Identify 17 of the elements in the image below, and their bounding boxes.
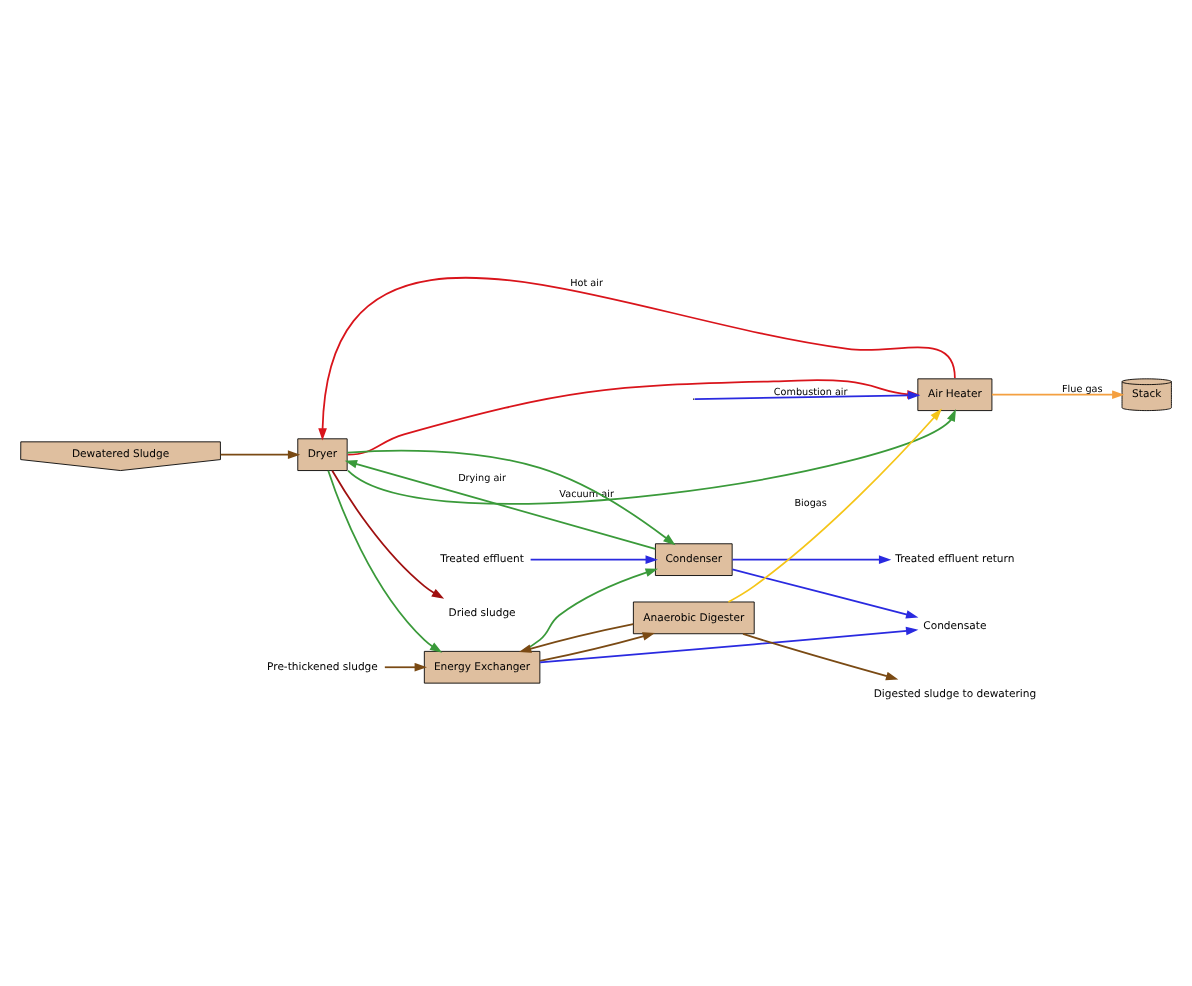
arrow xyxy=(727,407,942,602)
arrow xyxy=(327,468,443,652)
arrow xyxy=(518,622,635,652)
arrow xyxy=(731,567,919,618)
arrow xyxy=(344,458,657,549)
arrow xyxy=(539,631,656,661)
arrow xyxy=(318,276,956,440)
arrow xyxy=(529,554,658,563)
arrow xyxy=(731,554,892,563)
arrow xyxy=(539,625,919,663)
arrow xyxy=(742,631,899,680)
arrow xyxy=(347,408,956,504)
arrow xyxy=(383,661,427,671)
arrow xyxy=(219,449,301,458)
arrow xyxy=(991,389,1125,399)
arrow xyxy=(346,448,676,545)
arrow xyxy=(331,468,445,598)
